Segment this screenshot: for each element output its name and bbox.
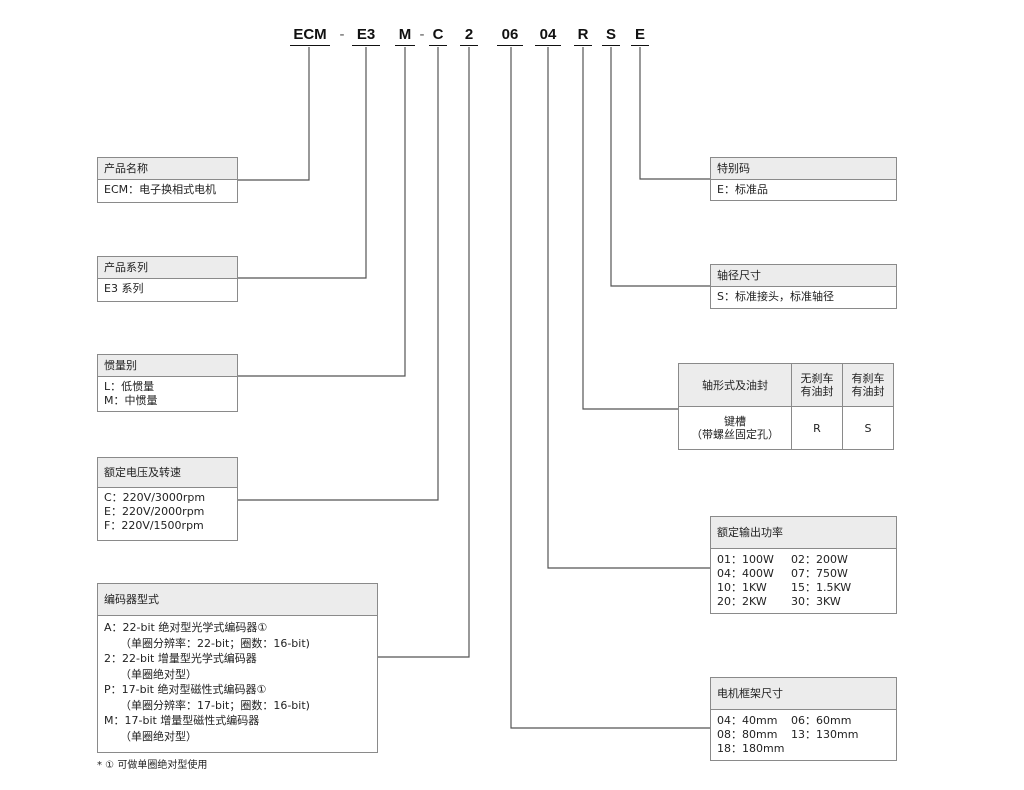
product-name-box: 产品名称 ECM：电子换相式电机 (97, 157, 238, 203)
line-series (238, 47, 367, 279)
power-item: 01：100W (717, 553, 774, 566)
line-product-name (238, 47, 310, 181)
inertia-line-l: L：低惯量 (104, 380, 155, 393)
encoder-line-a-note: （单圈分辨率：22-bit；圈数：16-bit) (120, 636, 310, 650)
encoder-line-p: P：17-bit 绝对型磁性式编码器① (104, 683, 267, 696)
inertia-line-m: M：中惯量 (104, 394, 158, 407)
frame-item: 18：180mm (717, 742, 785, 755)
voltage-speed-title: 额定电压及转速 (98, 458, 237, 488)
voltage-line-e: E：220V/2000rpm (104, 505, 205, 518)
code-dash-2: - (419, 26, 425, 43)
code-e: E (631, 26, 649, 46)
line-power (547, 47, 710, 569)
code-e3: E3 (352, 26, 380, 46)
frame-item: 06：60mm (791, 714, 852, 727)
line-special (639, 47, 710, 180)
line-frame (510, 47, 710, 729)
no-brake-header: 无刹车 有油封 (791, 363, 843, 407)
encoder-line-m: M：17-bit 增量型磁性式编码器 (104, 714, 260, 727)
value-r: R (791, 406, 843, 450)
power-item: 15：1.5KW (791, 581, 852, 594)
inertia-title: 惯量别 (98, 355, 237, 377)
power-item: 20：2KW (717, 595, 767, 608)
product-name-title: 产品名称 (98, 158, 237, 180)
special-code-line: E：标准品 (717, 183, 768, 196)
line-inertia (238, 47, 406, 377)
power-title: 额定输出功率 (711, 517, 896, 549)
code-dash-1: - (339, 26, 345, 43)
code-04: 04 (535, 26, 561, 46)
shaft-type-header: 轴形式及油封 (678, 363, 792, 407)
series-title: 产品系列 (98, 257, 237, 279)
power-item: 02：200W (791, 553, 848, 566)
inertia-box: 惯量别 L：低惯量 M：中惯量 (97, 354, 238, 412)
encoder-line-a: A：22-bit 绝对型光学式编码器① (104, 621, 268, 634)
brake-header: 有刹车 有油封 (842, 363, 894, 407)
keyway-label: 键槽 （带螺丝固定孔） (678, 406, 792, 450)
frame-item: 13：130mm (791, 728, 859, 741)
encoder-box: 编码器型式 A：22-bit 绝对型光学式编码器① （单圈分辨率：22-bit；… (97, 583, 378, 753)
line-shaft-size (610, 47, 710, 287)
frame-item: 08：80mm (717, 728, 778, 741)
code-m: M (395, 26, 415, 46)
shaft-size-title: 轴径尺寸 (711, 265, 896, 287)
product-name-line: ECM：电子换相式电机 (104, 183, 217, 196)
voltage-line-c: C：220V/3000rpm (104, 491, 206, 504)
encoder-line-m-note: （单圈绝对型） (120, 729, 197, 743)
power-item: 07：750W (791, 567, 848, 580)
encoder-line-2: 2：22-bit 增量型光学式编码器 (104, 652, 257, 665)
code-ecm: ECM (290, 26, 330, 46)
line-encoder (378, 47, 470, 658)
frame-size-title: 电机框架尺寸 (711, 678, 896, 710)
special-code-title: 特别码 (711, 158, 896, 180)
frame-item: 04：40mm (717, 714, 778, 727)
series-box: 产品系列 E3 系列 (97, 256, 238, 302)
encoder-line-p-note: （单圈分辨率：17-bit；圈数：16-bit) (120, 698, 310, 712)
series-line: E3 系列 (104, 282, 144, 295)
power-item: 04：400W (717, 567, 774, 580)
value-s: S (842, 406, 894, 450)
footnote: * ① 可做单圈绝对型使用 (97, 760, 208, 771)
code-06: 06 (497, 26, 523, 46)
power-item: 30：3KW (791, 595, 841, 608)
encoder-line-2-note: （单圈绝对型） (120, 667, 197, 681)
code-r: R (574, 26, 592, 46)
power-box: 额定输出功率 01：100W 02：200W 04：400W 07：750W 1… (710, 516, 897, 614)
line-shaft-type (582, 47, 678, 410)
code-s: S (602, 26, 620, 46)
code-c: C (429, 26, 447, 46)
code-2: 2 (460, 26, 478, 46)
voltage-line-f: F：220V/1500rpm (104, 519, 204, 532)
voltage-speed-box: 额定电压及转速 C：220V/3000rpm E：220V/2000rpm F：… (97, 457, 238, 541)
line-voltage (238, 47, 439, 501)
frame-size-box: 电机框架尺寸 04：40mm 06：60mm 08：80mm 13：130mm … (710, 677, 897, 761)
special-code-box: 特别码 E：标准品 (710, 157, 897, 201)
encoder-title: 编码器型式 (98, 584, 377, 616)
shaft-size-box: 轴径尺寸 S：标准接头，标准轴径 (710, 264, 897, 309)
shaft-size-line: S：标准接头，标准轴径 (717, 290, 834, 303)
power-item: 10：1KW (717, 581, 767, 594)
shaft-type-table: 轴形式及油封 无刹车 有油封 有刹车 有油封 键槽 （带螺丝固定孔） R S (678, 363, 894, 450)
